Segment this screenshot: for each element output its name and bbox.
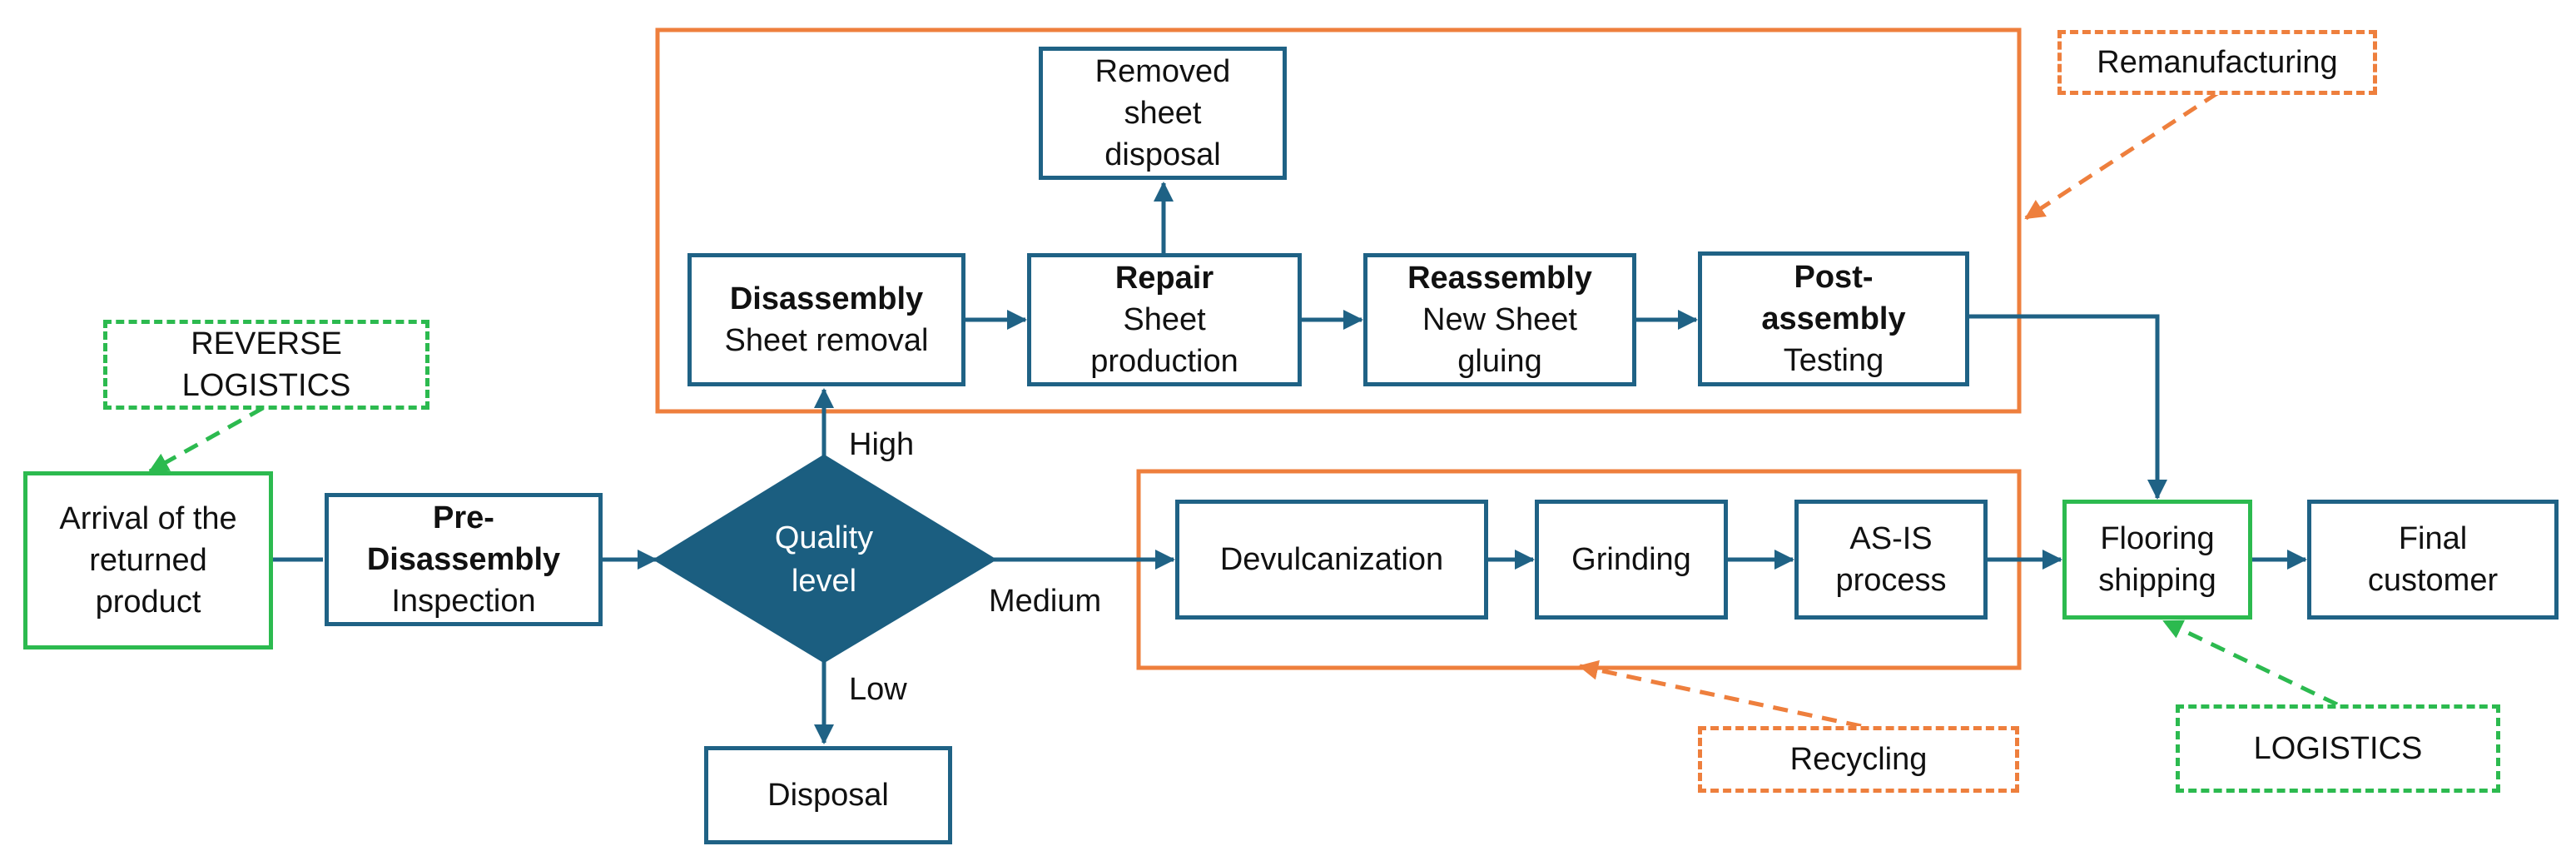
post-assembly-node: Post- assembly Testing — [1698, 251, 1969, 386]
post-assembly-text: Testing — [1783, 343, 1884, 378]
flooring-line1: Flooring — [2100, 521, 2215, 556]
arrival-node: Arrival of the returned product — [23, 471, 273, 650]
reverse-logistics-line2: LOGISTICS — [181, 368, 351, 403]
remanufacturing-label-box: Remanufacturing — [2057, 30, 2377, 95]
reassembly-text-line1: New Sheet — [1422, 302, 1577, 337]
disassembly-node: Disassembly Sheet removal — [687, 253, 965, 386]
pre-disassembly-text: Inspection — [391, 584, 536, 619]
disposal-label: Disposal — [767, 778, 889, 813]
reassembly-node: Reassembly New Sheet gluing — [1363, 253, 1636, 386]
quality-label-line1: Quality — [774, 520, 874, 555]
arrow-post-to-flooring — [1968, 314, 2167, 500]
arrival-line3: product — [95, 585, 201, 620]
logistics-label: LOGISTICS — [2253, 731, 2423, 766]
reassembly-title: Reassembly — [1407, 261, 1592, 296]
repair-text-line1: Sheet — [1123, 302, 1206, 337]
branch-medium-label: Medium — [989, 584, 1102, 619]
as-is-node: AS-IS process — [1794, 500, 1988, 620]
pre-disassembly-title-line1: Pre- — [433, 500, 494, 535]
repair-text-line2: production — [1090, 344, 1238, 379]
flooring-line2: shipping — [2098, 563, 2216, 598]
removed-sheet-line3: disposal — [1104, 137, 1221, 172]
disposal-node: Disposal — [704, 746, 952, 844]
grinding-node: Grinding — [1535, 500, 1728, 620]
logistics-label-box: LOGISTICS — [2176, 704, 2500, 793]
disassembly-title: Disassembly — [729, 281, 924, 316]
removed-sheet-node: Removed sheet disposal — [1039, 47, 1287, 180]
repair-node: Repair Sheet production — [1027, 253, 1302, 386]
devulcanization-node: Devulcanization — [1175, 500, 1488, 620]
reverse-logistics-label-box: REVERSE LOGISTICS — [103, 320, 429, 410]
final-customer-node: Final customer — [2307, 500, 2559, 620]
callout-reverse-logistics — [148, 406, 265, 474]
grinding-label: Grinding — [1571, 542, 1691, 577]
remanufacturing-region — [655, 27, 2022, 414]
arrival-line2: returned — [89, 543, 207, 578]
post-assembly-title-line2: assembly — [1761, 301, 1906, 336]
final-line2: customer — [2367, 563, 2499, 598]
repair-title: Repair — [1114, 261, 1214, 296]
quality-label-line2: level — [791, 564, 857, 599]
branch-high-label: High — [849, 427, 915, 462]
arrival-line1: Arrival of the — [59, 501, 237, 536]
recycling-label: Recycling — [1789, 742, 1928, 777]
pre-disassembly-node: Pre- Disassembly Inspection — [325, 493, 603, 626]
branch-low-label: Low — [849, 672, 907, 707]
quality-diamond — [653, 454, 997, 664]
callout-logistics — [2162, 619, 2339, 707]
pre-disassembly-title-line2: Disassembly — [366, 542, 561, 577]
quality-level-label: Quality level — [741, 516, 907, 603]
callout-recycling — [1578, 659, 1862, 729]
disassembly-text: Sheet removal — [724, 323, 929, 358]
post-assembly-title-line1: Post- — [1794, 260, 1874, 295]
recycling-label-box: Recycling — [1698, 726, 2019, 793]
as-is-line1: AS-IS — [1849, 521, 1933, 556]
removed-sheet-line2: sheet — [1124, 96, 1202, 131]
removed-sheet-line1: Removed — [1094, 54, 1231, 89]
as-is-line2: process — [1835, 563, 1947, 598]
remanufacturing-label: Remanufacturing — [2097, 45, 2338, 80]
reverse-logistics-line1: REVERSE — [191, 326, 342, 361]
reassembly-text-line2: gluing — [1457, 344, 1542, 379]
callout-remanufacturing — [2024, 91, 2219, 221]
devulcanization-label: Devulcanization — [1219, 542, 1444, 577]
final-line1: Final — [2398, 521, 2468, 556]
flooring-shipping-node: Flooring shipping — [2062, 500, 2252, 620]
